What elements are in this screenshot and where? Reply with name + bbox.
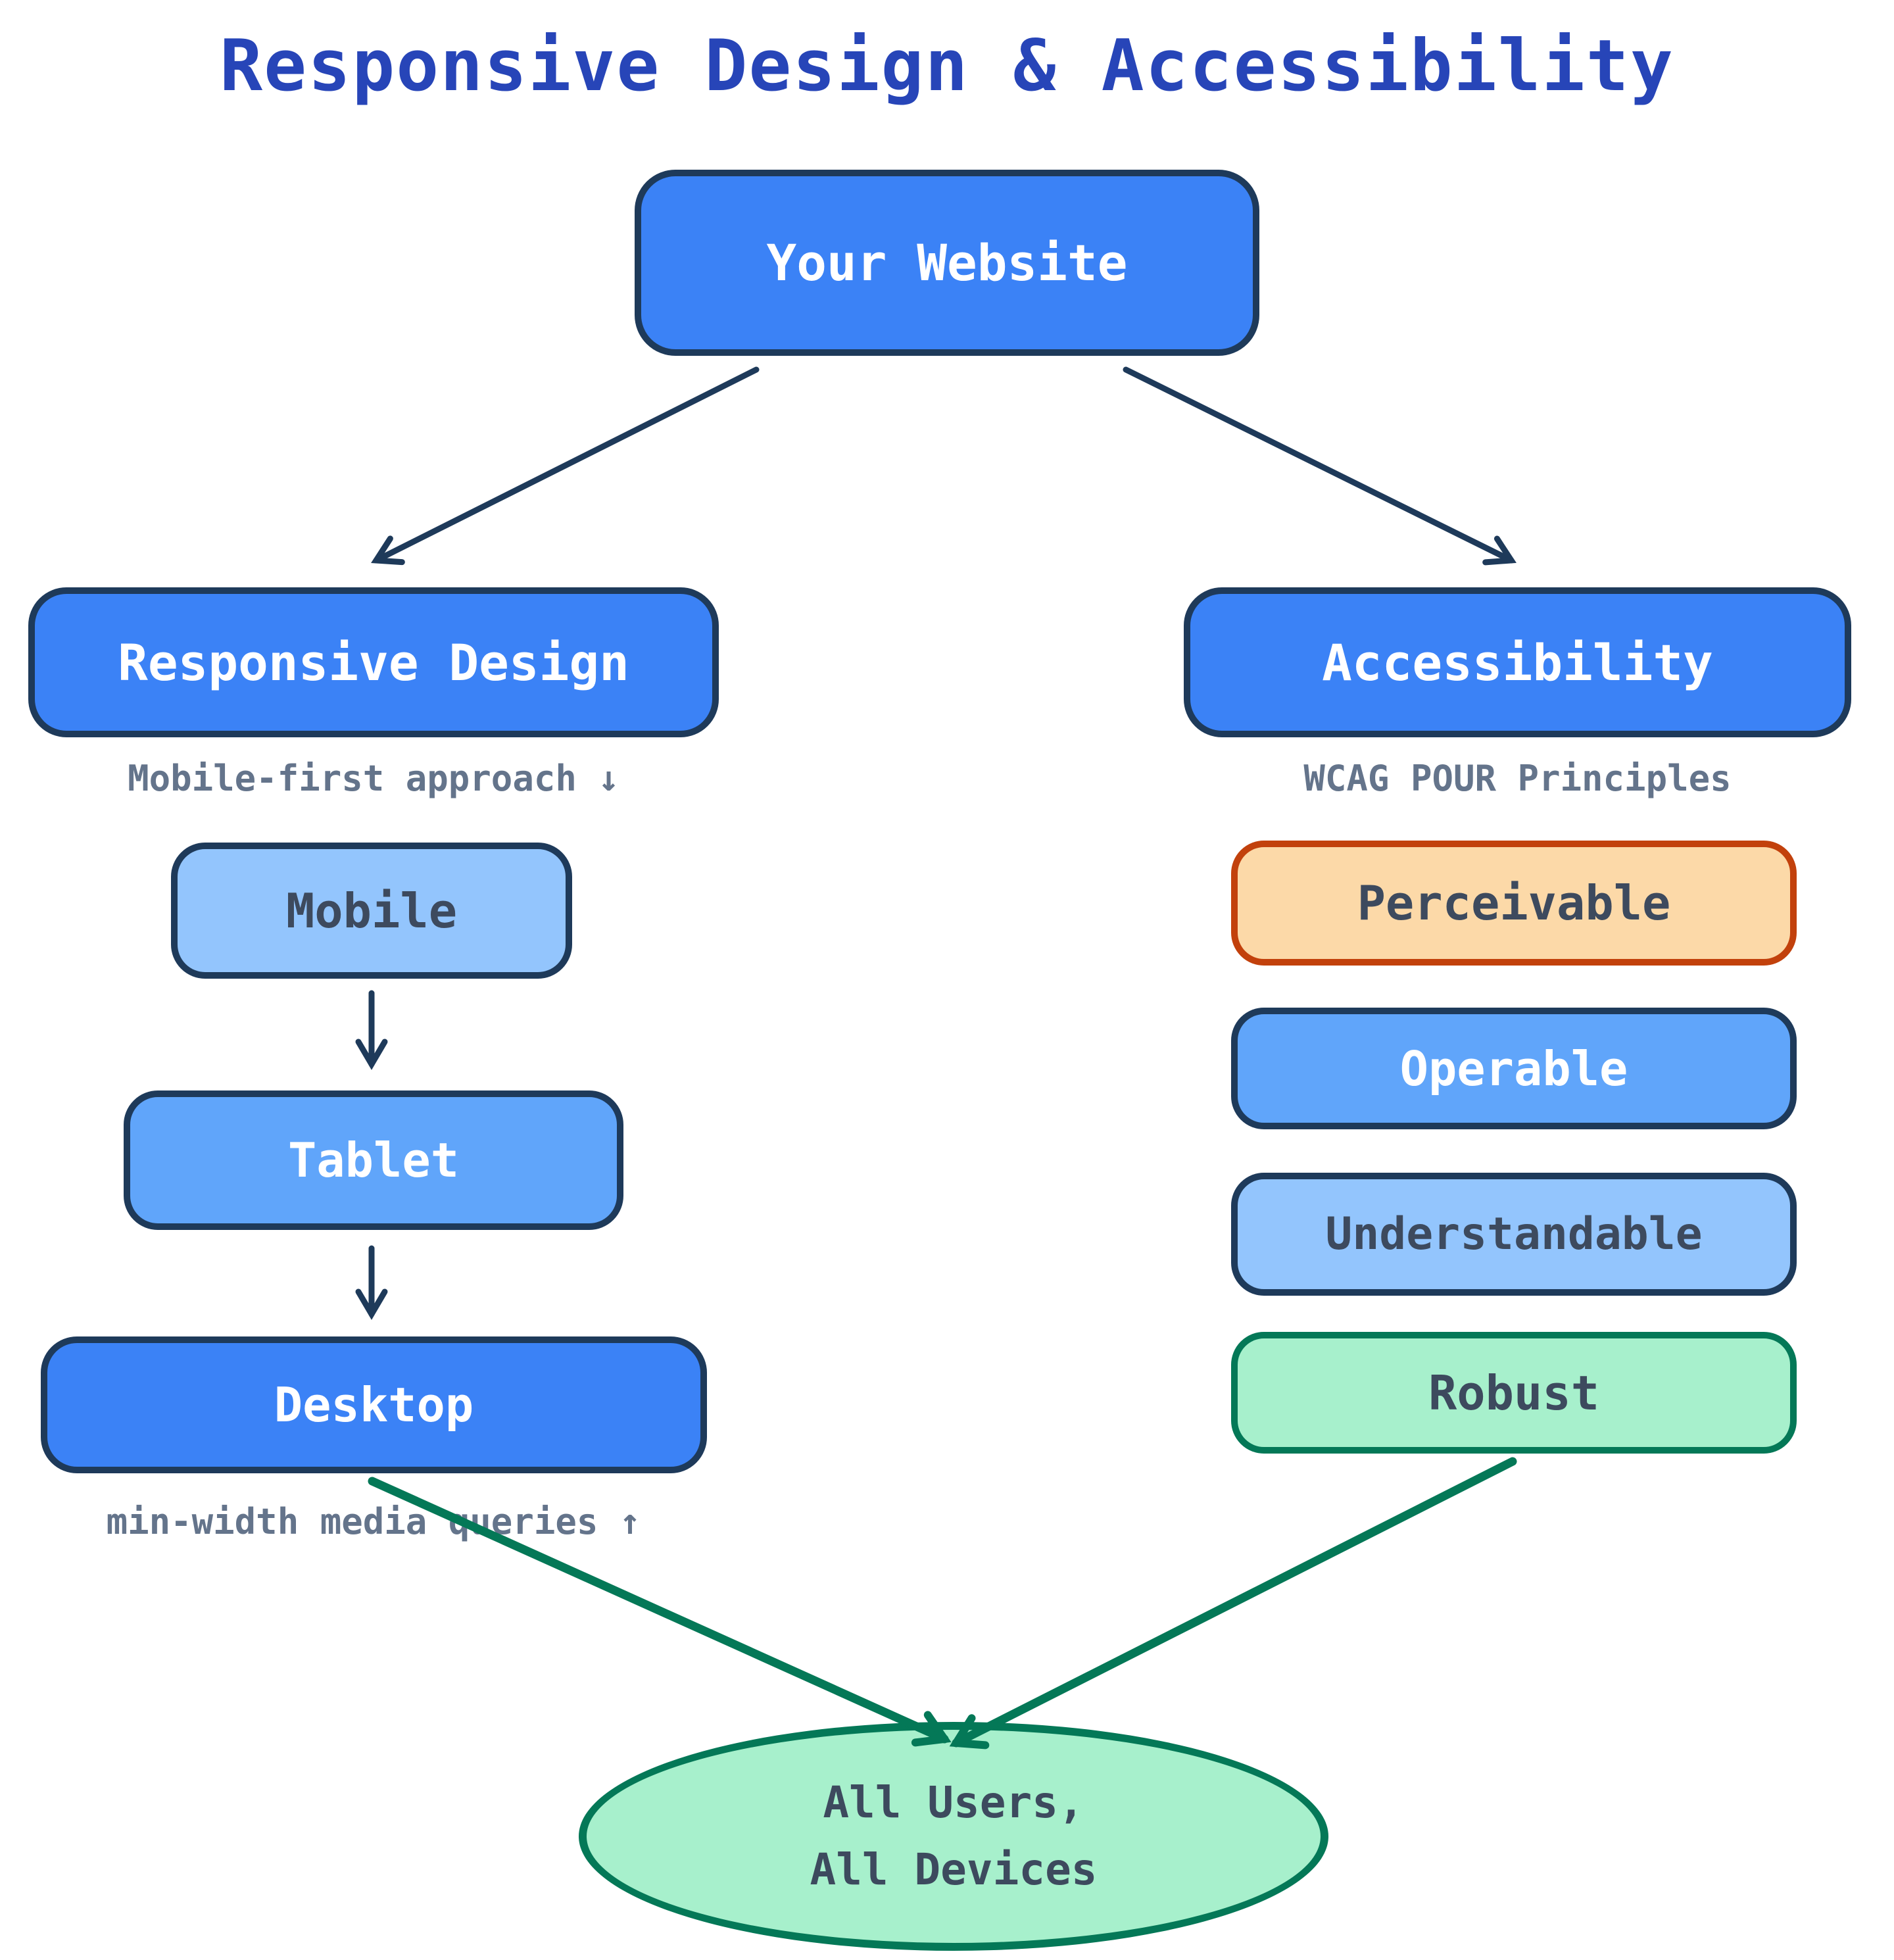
node-all-users-all-devices: All Users, All Devices [579, 1722, 1328, 1951]
node-mobile-label: Mobile [285, 883, 458, 939]
node-understandable: Understandable [1231, 1173, 1797, 1296]
node-mobile: Mobile [171, 843, 572, 979]
node-perceivable-label: Perceivable [1357, 875, 1671, 931]
node-your-website: Your Website [635, 170, 1259, 356]
node-responsive-design: Responsive Design [28, 587, 719, 737]
node-accessibility: Accessibility [1184, 587, 1851, 737]
result-line-2: All Devices [810, 1844, 1098, 1895]
node-tablet-label: Tablet [287, 1133, 460, 1188]
node-tablet: Tablet [124, 1090, 623, 1230]
result-line-1: All Users, [823, 1776, 1084, 1828]
node-operable: Operable [1231, 1008, 1797, 1129]
node-responsive-design-label: Responsive Design [118, 633, 629, 692]
arrow-robust-to-result [949, 1457, 1517, 1750]
node-robust-label: Robust [1428, 1365, 1600, 1421]
node-desktop: Desktop [41, 1336, 707, 1473]
page-title: Responsive Design & Accessibility [220, 25, 1674, 107]
arrow-root-to-responsive [371, 366, 760, 566]
node-your-website-label: Your Website [766, 233, 1128, 292]
arrow-root-to-accessibility [1123, 366, 1517, 566]
node-desktop-label: Desktop [274, 1377, 474, 1433]
caption-wcag-pour: WCAG POUR Principles [1303, 758, 1732, 799]
node-accessibility-label: Accessibility [1322, 633, 1713, 692]
node-understandable-label: Understandable [1325, 1208, 1703, 1260]
node-operable-label: Operable [1399, 1041, 1628, 1096]
node-perceivable: Perceivable [1231, 841, 1797, 966]
caption-min-width: min-width media queries ↑ [106, 1501, 641, 1542]
node-robust: Robust [1231, 1332, 1797, 1454]
caption-mobile-first: Mobile-first approach ↓ [128, 758, 619, 799]
